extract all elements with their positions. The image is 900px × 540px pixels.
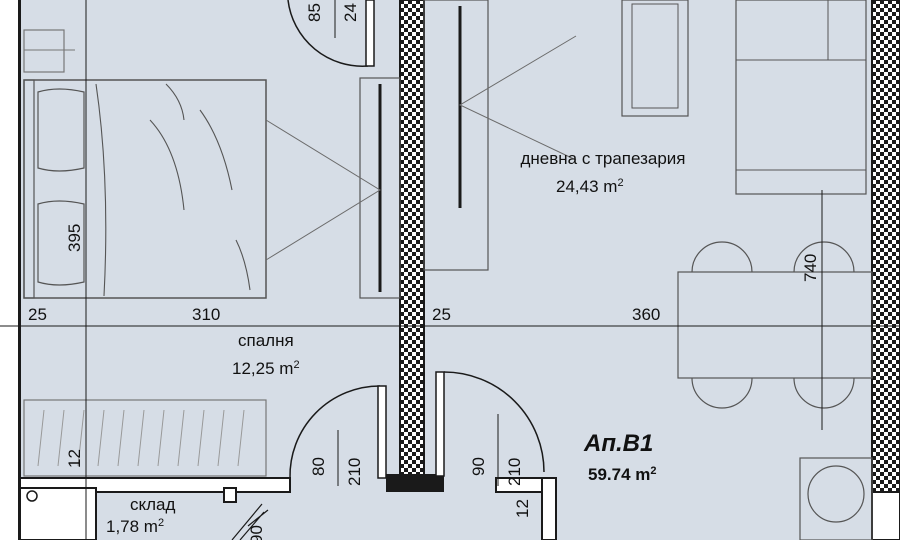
bed-headboard (23, 79, 35, 299)
dim-wall-bottom-right: 12 (513, 499, 532, 518)
tv-unit-inner (631, 3, 679, 109)
dim-door-right-height: 210 (505, 457, 524, 486)
dim-bed-width: 310 (192, 305, 221, 324)
bedroom-area: 12,25 m2 (232, 359, 300, 378)
dim-door-left-width: 80 (309, 457, 328, 476)
dim-top-door-height: 24 (341, 3, 360, 22)
living-door-swing (443, 371, 545, 473)
pipe-symbol (26, 490, 38, 502)
sofa-seat (735, 59, 867, 171)
bedroom-view-lines (265, 119, 381, 261)
dining-table (677, 271, 873, 379)
bedroom-wardrobe (23, 399, 267, 477)
dim-wall-mid: 25 (432, 305, 451, 324)
living-door-leaf (435, 371, 445, 477)
dim-living-length: 740 (801, 253, 820, 282)
apartment-id: Ап.В1 (584, 430, 654, 457)
dim-wall-bottom-left: 12 (65, 449, 84, 468)
right-outer-wall (871, 0, 900, 493)
center-party-wall (399, 0, 425, 479)
living-room-name: дневна с трапезария (520, 149, 686, 168)
dim-door-left-height: 210 (345, 457, 364, 486)
bedroom-name: спалня (238, 331, 294, 350)
bedroom-sliding-panel (359, 77, 401, 299)
top-door-swing (287, 0, 369, 67)
wardrobe-hatch (37, 409, 245, 467)
chair-top-left (691, 241, 753, 273)
storage-name: склад (130, 495, 176, 514)
pillow-bottom (37, 200, 85, 286)
shaft-wall (541, 477, 557, 540)
bottom-wall-mid (386, 474, 444, 492)
bed-frame (23, 79, 267, 299)
tv-unit (621, 0, 689, 117)
right-lower-wall (871, 491, 900, 540)
dim-storage-door: 90 (247, 525, 266, 540)
pillow-top (37, 88, 85, 172)
living-sliding-panel (423, 0, 489, 271)
storage-post (223, 487, 237, 503)
blanket-fold (95, 83, 251, 297)
living-view-lines (458, 35, 577, 161)
dim-wall-left: 25 (28, 305, 47, 324)
top-door-leaf (365, 0, 375, 67)
storage-door-swing (231, 503, 269, 540)
chair-top-right (793, 241, 855, 273)
living-room-area: 24,43 m2 (556, 177, 624, 196)
dim-bed-length: 395 (65, 223, 84, 252)
dim-living-width: 360 (632, 305, 661, 324)
washing-machine (799, 457, 873, 540)
left-outer-wall-line (18, 0, 21, 540)
apartment-area: 59.74 m2 (588, 465, 657, 484)
chair-bottom-left (691, 377, 753, 409)
washing-machine-drum (807, 465, 865, 523)
chair-bottom-right (793, 377, 855, 409)
wardrobe-top (23, 29, 65, 73)
sofa (735, 0, 867, 195)
left-outer-wall (0, 0, 20, 540)
bedroom-door-swing (289, 385, 381, 479)
bedroom-door-leaf (377, 385, 387, 479)
dim-door-right-width: 90 (469, 457, 488, 476)
storage-area: 1,78 m2 (106, 517, 165, 536)
dim-top-door-width: 85 (305, 3, 324, 22)
